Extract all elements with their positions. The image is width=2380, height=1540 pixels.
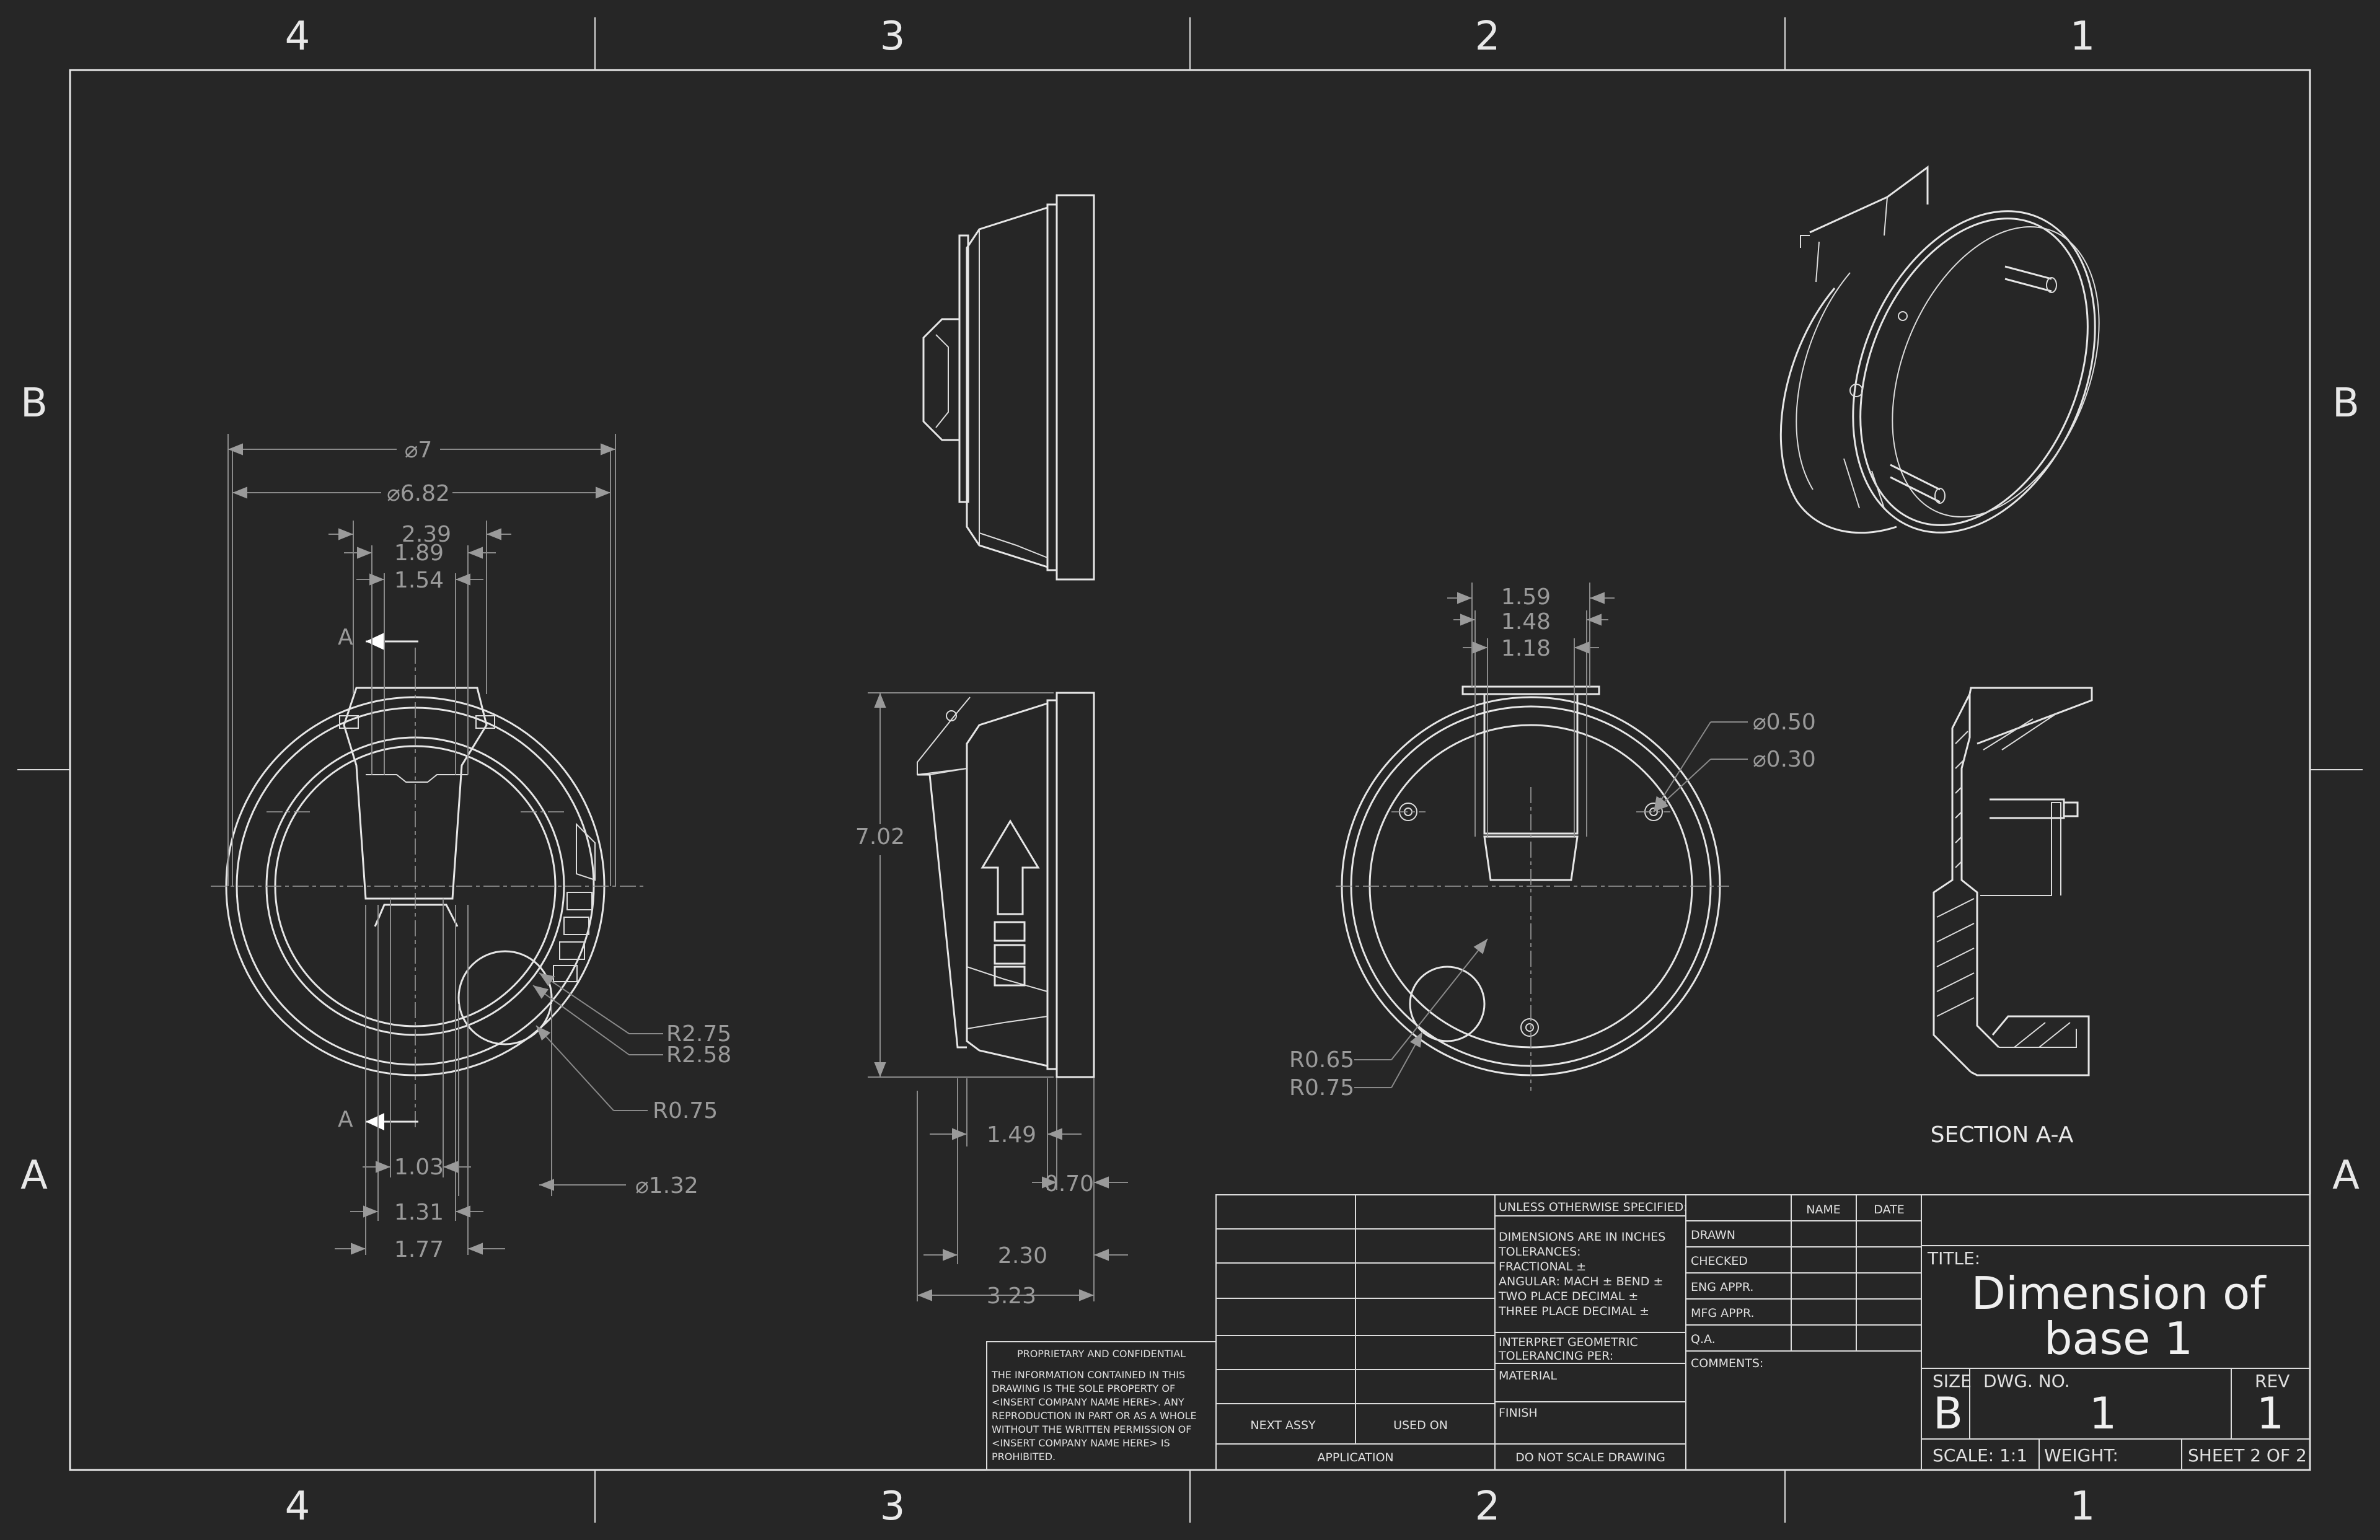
tb-tol-line-3: FRACTIONAL ±	[1499, 1260, 1586, 1274]
tb-size-value: B	[1933, 1388, 1963, 1439]
zone-col-4: 4	[285, 14, 311, 59]
zone-col-3: 3	[880, 14, 906, 59]
zone-labels: 4 3 2 1 4 3 2 1 B B A A	[20, 14, 2360, 1529]
zone-col-1-bottom: 1	[2070, 1484, 2096, 1529]
section-marker-bottom: A	[338, 1107, 353, 1132]
tb-prop-line-1: THE INFORMATION CONTAINED IN THIS	[991, 1369, 1185, 1381]
tb-role-qa: Q.A.	[1691, 1332, 1716, 1346]
tb-date-header: DATE	[1874, 1203, 1904, 1217]
tb-dwg-no-value: 1	[2089, 1388, 2117, 1439]
dim-dia-0-30: ⌀0.30	[1753, 747, 1816, 772]
zone-row-a-left: A	[20, 1153, 48, 1199]
tb-role-eng: ENG APPR.	[1691, 1280, 1753, 1294]
tb-finish: FINISH	[1499, 1406, 1538, 1420]
dim-1-03: 1.03	[394, 1155, 444, 1180]
tb-role-mfg: MFG APPR.	[1691, 1306, 1755, 1320]
tb-proprietary-title: PROPRIETARY AND CONFIDENTIAL	[1017, 1348, 1186, 1360]
tb-role-checked: CHECKED	[1691, 1254, 1748, 1268]
dim-dia-0-50: ⌀0.50	[1753, 710, 1816, 735]
tb-tol-line-2: TOLERANCES:	[1498, 1245, 1581, 1259]
tb-interpret-2: TOLERANCING PER:	[1498, 1349, 1613, 1363]
front-view: A A	[211, 625, 645, 1132]
tb-tol-line-5: TWO PLACE DECIMAL ±	[1498, 1290, 1638, 1303]
tb-title-label: TITLE:	[1927, 1248, 1980, 1269]
tb-prop-line-5: WITHOUT THE WRITTEN PERMISSION OF	[992, 1423, 1191, 1435]
dim-dia-6-82: ⌀6.82	[387, 481, 450, 506]
title-block: UNLESS OTHERWISE SPECIFIED: NAME DATE DI…	[986, 1194, 2311, 1471]
zone-col-2-bottom: 2	[1475, 1484, 1501, 1529]
dim-1-49: 1.49	[987, 1122, 1036, 1148]
zone-col-2: 2	[1475, 14, 1501, 59]
tb-weight: WEIGHT:	[2044, 1445, 2118, 1466]
tb-do-not-scale: DO NOT SCALE DRAWING	[1515, 1451, 1665, 1464]
zone-col-4-bottom: 4	[285, 1484, 311, 1529]
tb-tol-line-1: DIMENSIONS ARE IN INCHES	[1499, 1230, 1665, 1244]
tb-comments: COMMENTS:	[1691, 1357, 1763, 1370]
dim-1-77: 1.77	[394, 1237, 444, 1262]
dim-7-02: 7.02	[855, 824, 905, 850]
tb-title-line-2: base 1	[2044, 1313, 2193, 1365]
dim-r2-75: R2.75	[666, 1021, 731, 1047]
zone-row-a-right: A	[2332, 1153, 2360, 1199]
tb-prop-line-2: DRAWING IS THE SOLE PROPERTY OF	[992, 1383, 1175, 1394]
tb-role-drawn: DRAWN	[1691, 1228, 1735, 1242]
tb-material: MATERIAL	[1499, 1369, 1557, 1383]
tb-sheet: SHEET 2 OF 2	[2188, 1445, 2307, 1466]
dim-3-23: 3.23	[987, 1283, 1036, 1309]
tb-size-label: SIZE	[1933, 1371, 1972, 1391]
back-view-dimensions: 1.59 1.48 1.18 ⌀0.50 ⌀0.30 R0.65 R0.75	[1289, 583, 1816, 1101]
front-view-dimensions: ⌀7 ⌀6.82 2.39 1.89 1.54 R2.75 R2.58 R0.7…	[227, 434, 731, 1262]
dim-r0-75: R0.75	[653, 1098, 718, 1124]
top-side-view	[922, 194, 1095, 581]
tb-rev-label: REV	[2255, 1371, 2290, 1391]
dim-0-70: 0.70	[1044, 1171, 1094, 1197]
zone-col-3-bottom: 3	[880, 1484, 906, 1529]
dim-1-89: 1.89	[394, 540, 444, 566]
section-view: SECTION A-A	[1931, 687, 2093, 1148]
dim-1-31: 1.31	[394, 1200, 444, 1225]
dim-dia-1-32: ⌀1.32	[635, 1173, 699, 1199]
dim-2-30: 2.30	[998, 1243, 1047, 1269]
tb-tol-line-4: ANGULAR: MACH ± BEND ±	[1499, 1275, 1663, 1288]
side-view-dimensions: 7.02 1.49 0.70 2.30 3.23	[855, 692, 1128, 1309]
dim-dia-7: ⌀7	[405, 438, 433, 463]
section-label: SECTION A-A	[1931, 1122, 2074, 1148]
tb-rev-value: 1	[2257, 1388, 2285, 1439]
tb-name-header: NAME	[1806, 1203, 1841, 1217]
tb-prop-line-6: <INSERT COMPANY NAME HERE> IS	[992, 1437, 1170, 1449]
section-marker-top: A	[338, 625, 353, 650]
tb-used-on: USED ON	[1393, 1419, 1448, 1432]
tb-interpret-1: INTERPRET GEOMETRIC	[1499, 1335, 1638, 1349]
tb-prop-line-7: PROHIBITED.	[992, 1451, 1056, 1463]
side-view	[917, 692, 1095, 1078]
zone-row-b-left: B	[20, 381, 48, 426]
tb-prop-line-4: REPRODUCTION IN PART OR AS A WHOLE	[992, 1410, 1197, 1422]
zone-row-b-right: B	[2332, 381, 2360, 426]
dim-r2-58: R2.58	[666, 1042, 731, 1068]
tb-next-assy: NEXT ASSY	[1250, 1419, 1316, 1432]
back-view	[1336, 685, 1729, 1091]
dim-1-54: 1.54	[394, 568, 444, 593]
dim-r0-75-b: R0.75	[1289, 1075, 1354, 1101]
dim-2-39: 2.39	[402, 522, 451, 547]
tb-dwg-no-label: DWG. NO.	[1983, 1371, 2070, 1391]
tb-unless-specified: UNLESS OTHERWISE SPECIFIED:	[1499, 1200, 1688, 1214]
tb-title-line-1: Dimension of	[1972, 1267, 2267, 1319]
dim-1-18: 1.18	[1501, 636, 1551, 661]
dim-r0-65: R0.65	[1289, 1047, 1354, 1073]
tb-application: APPLICATION	[1317, 1451, 1393, 1464]
dim-1-59: 1.59	[1501, 584, 1551, 610]
isometric-view	[1779, 165, 2100, 534]
zone-col-1: 1	[2070, 14, 2096, 59]
tb-tol-line-6: THREE PLACE DECIMAL ±	[1498, 1305, 1649, 1318]
tb-scale: SCALE: 1:1	[1933, 1445, 2027, 1466]
tb-prop-line-3: <INSERT COMPANY NAME HERE>. ANY	[992, 1396, 1184, 1408]
dim-1-48: 1.48	[1501, 609, 1551, 635]
